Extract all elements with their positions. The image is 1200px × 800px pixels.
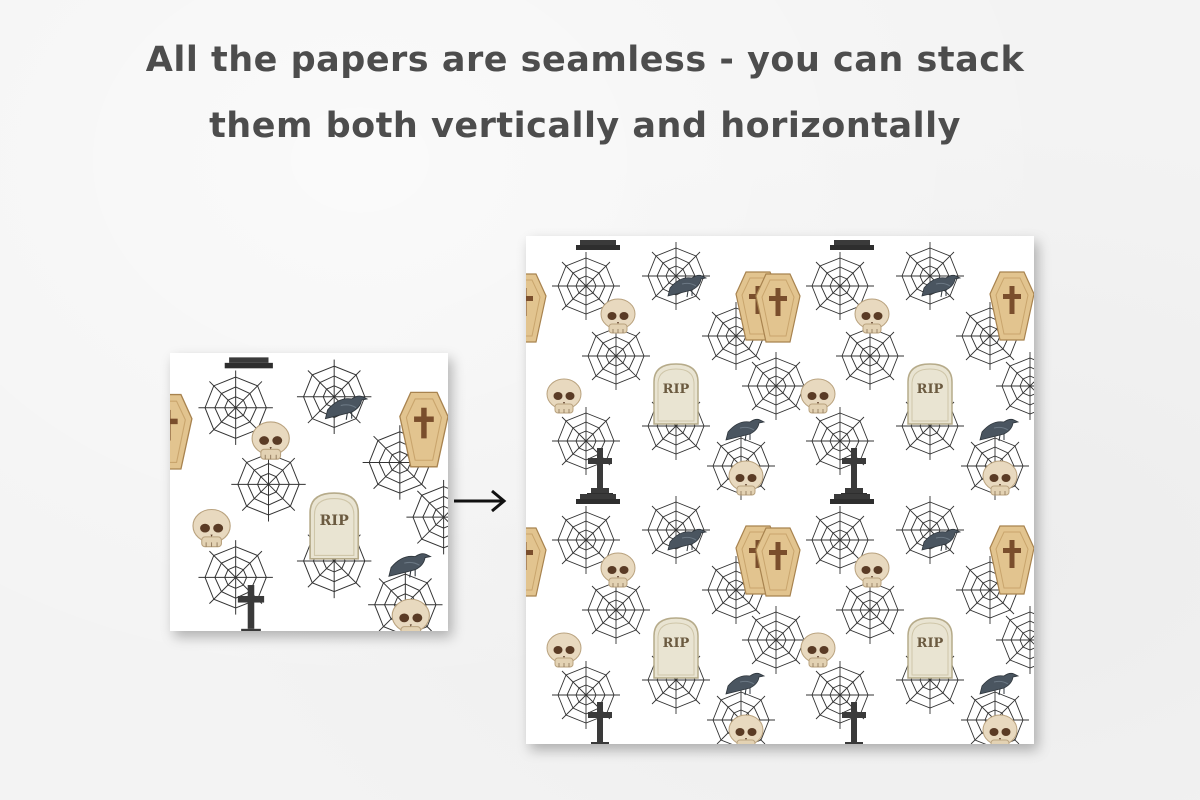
- pattern-tile-single: [170, 353, 448, 631]
- headline-line-1: All the papers are seamless - you can st…: [145, 40, 1025, 80]
- arrow-right-icon: [454, 489, 507, 513]
- pattern-artwork-stacked: [526, 236, 1034, 744]
- pattern-artwork-single: [170, 353, 448, 631]
- headline-line-2: them both vertically and horizontally: [209, 106, 961, 146]
- pattern-tile-stacked: [526, 236, 1034, 744]
